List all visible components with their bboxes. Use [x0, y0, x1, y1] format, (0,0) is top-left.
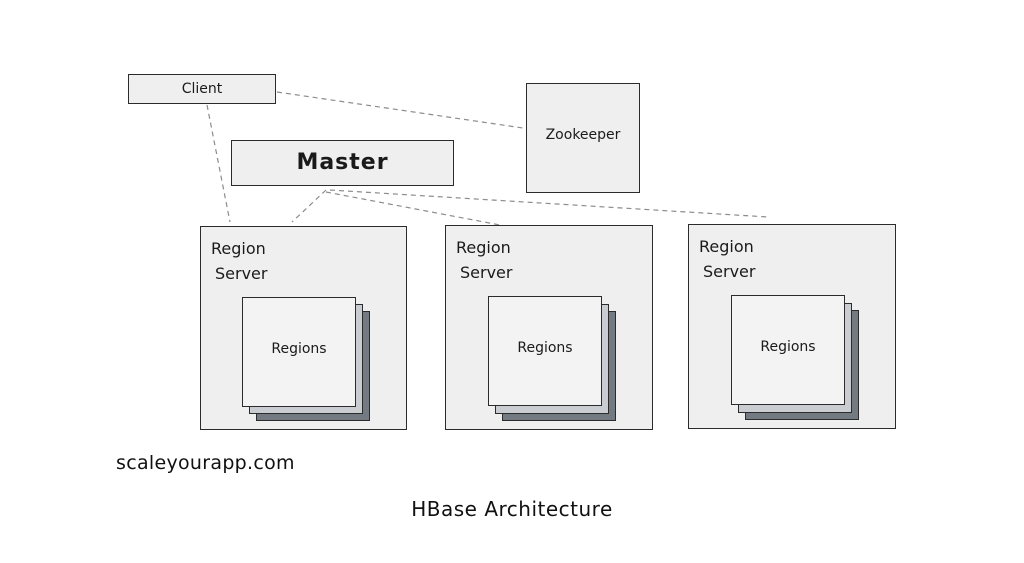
region-server-title-line1: Region: [211, 239, 266, 258]
master-label: Master: [296, 150, 389, 175]
region-server-title-line2: Server: [460, 263, 513, 282]
region-server-title: Region Server: [211, 236, 267, 286]
connector-master-region-server-1: [291, 189, 327, 223]
connector-master-region-server-3: [329, 189, 769, 218]
connector-master-region-server-2: [325, 191, 501, 226]
region-server-2: Region Server Regions: [445, 225, 653, 430]
regions-label: Regions: [271, 341, 327, 357]
connector-client-zookeeper: [276, 91, 524, 129]
region-server-title-line2: Server: [215, 264, 268, 283]
client-node: Client: [128, 74, 276, 104]
client-label: Client: [181, 81, 223, 97]
region-server-title-line1: Region: [456, 238, 511, 257]
zookeeper-label: Zookeeper: [545, 127, 621, 143]
regions-box: Regions: [488, 296, 602, 406]
region-server-title: Region Server: [699, 234, 755, 284]
region-server-title-line1: Region: [699, 237, 754, 256]
region-server-1: Region Server Regions: [200, 226, 407, 430]
master-node: Master: [231, 140, 454, 186]
connector-client-region-server-1: [206, 104, 231, 223]
region-server-title-line2: Server: [703, 262, 756, 281]
region-server-3: Region Server Regions: [688, 224, 896, 429]
zookeeper-node: Zookeeper: [526, 83, 640, 193]
region-server-title: Region Server: [456, 235, 512, 285]
regions-box: Regions: [731, 295, 845, 405]
regions-label: Regions: [517, 340, 573, 356]
watermark-text: scaleyourapp.com: [116, 452, 295, 474]
regions-box: Regions: [242, 297, 356, 407]
diagram-caption: HBase Architecture: [411, 497, 613, 521]
regions-label: Regions: [760, 339, 816, 355]
